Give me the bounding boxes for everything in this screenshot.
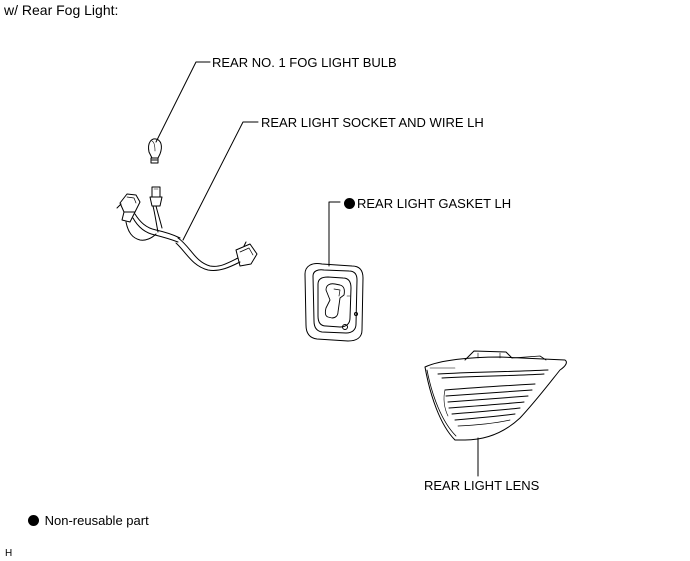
label-fog-light-bulb: REAR NO. 1 FOG LIGHT BULB <box>212 55 397 70</box>
socket-and-wire-illustration <box>116 186 258 271</box>
corner-code: H <box>5 548 13 559</box>
diagram-title: w/ Rear Fog Light: <box>4 2 119 18</box>
label-socket-and-wire: REAR LIGHT SOCKET AND WIRE LH <box>261 115 484 130</box>
label-gasket-row: REAR LIGHT GASKET LH <box>344 196 511 211</box>
leader-lines <box>155 61 479 477</box>
fog-light-bulb-illustration <box>148 138 162 164</box>
gasket-leader-line <box>328 201 341 267</box>
socket-leader-line <box>182 121 259 241</box>
non-reusable-marker-icon <box>344 198 355 209</box>
label-gasket: REAR LIGHT GASKET LH <box>357 196 512 211</box>
bulb-leader-line <box>155 61 211 143</box>
legend-non-reusable-text: Non-reusable part <box>44 513 149 528</box>
label-rear-light-lens: REAR LIGHT LENS <box>424 478 540 493</box>
legend: Non-reusable part <box>28 513 149 528</box>
filled-circle-icon <box>28 515 39 526</box>
lens-illustration <box>424 350 567 441</box>
gasket-illustration <box>304 263 364 342</box>
